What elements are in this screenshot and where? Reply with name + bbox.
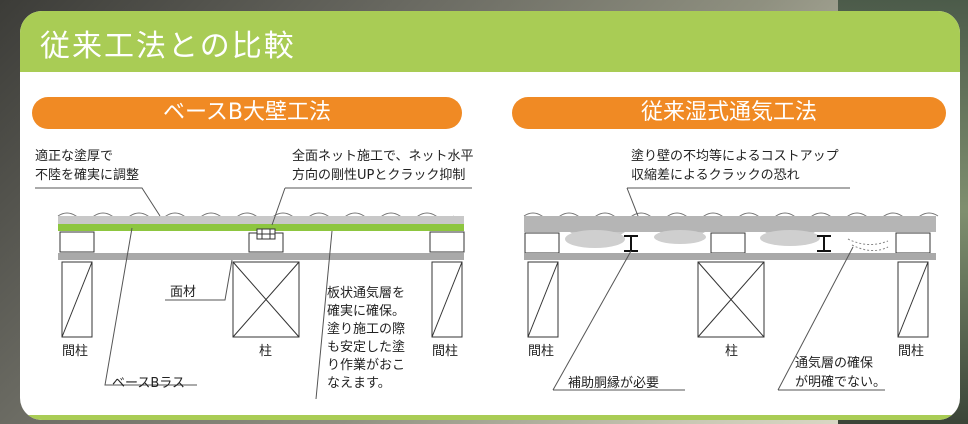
right-spacer-3 [895, 232, 931, 254]
left-mortar-layer [58, 216, 464, 224]
label-menzai: 面材 [170, 285, 197, 300]
right-spacer-2 [710, 232, 746, 254]
label-stud-right-right: 間柱 [898, 344, 925, 359]
note-thickness: 適正な塗厚で 不陸を確実に調整 [35, 149, 140, 183]
page-title: 従来工法との比較 [40, 29, 296, 64]
header-bar: 従来工法との比較 [20, 11, 960, 72]
section-title-base-b: ベースB大壁工法 [32, 97, 462, 129]
right-mortar-layer [524, 216, 936, 232]
leader-vent [315, 230, 333, 400]
label-post-right: 柱 [725, 344, 739, 359]
left-spacer-2 [429, 231, 465, 253]
right-spacer-1 [524, 232, 560, 254]
comparison-panel: 従来工法との比較 ベースB大壁工法 従来湿式通気工法 [20, 11, 960, 420]
leader-menzai [165, 259, 233, 301]
left-net-layer [58, 224, 464, 231]
label-stud-right: 間柱 [432, 344, 459, 359]
right-furring-2 [817, 235, 831, 252]
left-sheathing [58, 253, 464, 260]
leader-thickness [35, 187, 161, 217]
right-sheathing [524, 253, 936, 260]
label-base-lath: ベースBラス [112, 376, 186, 391]
comparison-diagram [35, 187, 939, 400]
bottom-accent [20, 415, 960, 420]
note-conventional-issues: 塗り壁の不均等によるコストアップ 収縮差によるクラックの恐れ [631, 149, 839, 183]
note-vent-layer: 板状通気層を 確実に確保。 塗り施工の際 も安定した塗 り作業がおこ なえます。 [327, 286, 406, 391]
label-post: 柱 [259, 344, 273, 359]
note-net: 全面ネット施工で、ネット水平 方向の剛性UPとクラック抑制 [292, 149, 474, 183]
label-stud-left-right: 間柱 [528, 344, 555, 359]
section-title-conventional: 従来湿式通気工法 [512, 97, 946, 129]
right-furring-1 [624, 235, 638, 252]
note-furring: 補助胴縁が必要 [568, 376, 660, 391]
note-vent-unclear: 通気層の確保 が明確でない。 [795, 356, 887, 390]
label-stud-left: 間柱 [62, 344, 89, 359]
leader-base-lath [104, 227, 197, 386]
left-spacer-1 [59, 231, 95, 253]
